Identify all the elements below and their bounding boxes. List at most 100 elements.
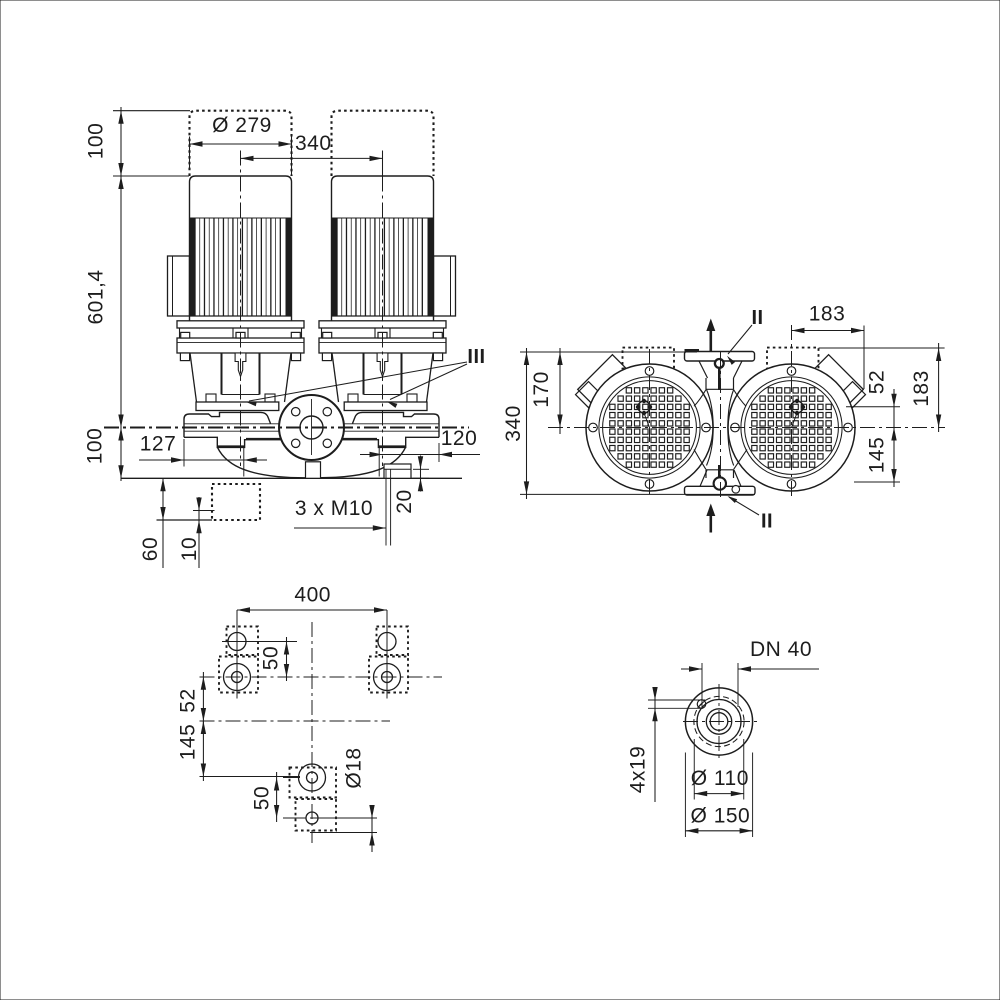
guard-grid-hole [784, 453, 791, 460]
guard-grid-hole [784, 436, 791, 444]
flange-dimensions: DN 40 4x19 Ø 110 Ø 150 [627, 638, 819, 837]
guard-grid-hole [759, 436, 766, 444]
guard-grid-hole [767, 444, 775, 452]
guard-grid-hole [825, 436, 832, 444]
guard-grid-hole [617, 453, 624, 460]
guard-grid-hole [617, 428, 624, 435]
guard-grid-hole [658, 444, 666, 452]
dim-label: 52 [866, 370, 889, 394]
dim-label: 145 [177, 724, 200, 761]
guard-grid-hole [683, 411, 690, 419]
guard-grid-hole [800, 411, 808, 419]
hub-dot [794, 398, 800, 404]
guard-grid-hole [658, 420, 666, 427]
drawing-rect [290, 331, 301, 339]
dim-arrow [417, 478, 424, 492]
guard-grid-hole [650, 461, 657, 468]
drawing-rect [205, 393, 217, 403]
guard-grid-hole [751, 436, 758, 444]
dim-arrow [727, 355, 736, 365]
fin-edge [189, 217, 196, 317]
dim-arrow [200, 763, 207, 777]
guard-grid-hole [666, 453, 674, 460]
dim-label: 4x19 [627, 746, 650, 794]
dim-arrow [523, 481, 530, 495]
guard-grid-hole [675, 420, 682, 427]
drawing-rect [432, 331, 443, 339]
guard-grid-hole [683, 428, 690, 435]
dim-arrow [372, 525, 386, 531]
guard-grid-hole [767, 395, 775, 402]
guard-grid-hole [808, 444, 816, 452]
dim-arrow [245, 401, 257, 407]
guard-grid-hole [658, 436, 666, 444]
guard-grid-hole [751, 411, 758, 419]
guard-grid-hole [792, 453, 799, 460]
guard-grid-hole [792, 428, 799, 435]
guard-grid-hole [666, 395, 674, 402]
flange-detail: DN 40 4x19 Ø 110 Ø 150 [627, 638, 819, 837]
guard-grid-hole [609, 403, 616, 411]
dim-arrow [369, 155, 383, 162]
dim-arrow [200, 676, 207, 690]
guard-grid [609, 387, 690, 468]
guard-grid-hole [759, 411, 766, 419]
top-dimensions: 340 170 183 183 52 145 II II [502, 303, 945, 533]
dim-arrow [278, 141, 292, 147]
drawing-rect [290, 352, 302, 362]
guard-grid-hole [625, 420, 633, 427]
guard-grid-hole [800, 461, 808, 468]
dim-label: 400 [294, 584, 331, 607]
guard-grid-hole [609, 420, 616, 427]
dim-arrow [685, 828, 699, 834]
dim-arrow [283, 664, 290, 677]
dim-arrow [730, 790, 744, 797]
guard-grid-hole [617, 436, 624, 444]
guard-grid-hole [625, 436, 633, 444]
dim-arrow [689, 666, 702, 672]
guard-grid-hole [650, 453, 657, 460]
dim-label: II [761, 511, 773, 533]
guard-grid-hole [609, 436, 616, 444]
flange-bolt-hole [322, 406, 333, 417]
dim-arrow [417, 456, 424, 470]
guard-grid-hole [666, 403, 674, 411]
guard-grid-hole [817, 395, 824, 402]
dim-arrow [118, 427, 124, 441]
dim-arrow [652, 687, 658, 700]
casing-waist [727, 389, 735, 466]
dim-arrow [935, 414, 942, 428]
flange-hole [712, 476, 728, 491]
dim-label: 3 x M10 [295, 497, 373, 520]
drawing-rect [322, 331, 333, 339]
dim-arrow [738, 666, 751, 672]
dim-arrow [160, 478, 166, 492]
volute-upper [183, 411, 272, 438]
dim-label: III [467, 346, 485, 368]
dim-arrow [243, 457, 257, 463]
dim-arrow [369, 832, 375, 846]
dim-arrow [891, 469, 897, 482]
volute-plate [343, 401, 428, 412]
guard-grid-hole [784, 420, 791, 427]
dim-label: Ø 279 [212, 114, 272, 137]
guard-grid-hole [775, 420, 783, 427]
guard-grid-hole [775, 403, 783, 411]
dim-arrow [160, 507, 166, 520]
guard-grid-hole [650, 420, 657, 427]
anchor-plate [368, 655, 409, 694]
guard-grid-hole [617, 420, 624, 427]
guard-grid-hole [675, 436, 682, 444]
guard-grid-hole [808, 420, 816, 427]
guard-grid-hole [759, 403, 766, 411]
guard-grid-hole [817, 444, 824, 452]
guard-grid-hole [767, 403, 775, 411]
guard-grid-hole [751, 420, 758, 427]
foundation-plan: 400 50 52 145 50 Ø18 [177, 584, 442, 852]
dim-label: 20 [393, 489, 416, 513]
guard-grid-hole [767, 436, 775, 444]
guard-grid-hole [775, 428, 783, 435]
guard-grid-hole [800, 428, 808, 435]
guard-grid-hole [658, 387, 666, 394]
